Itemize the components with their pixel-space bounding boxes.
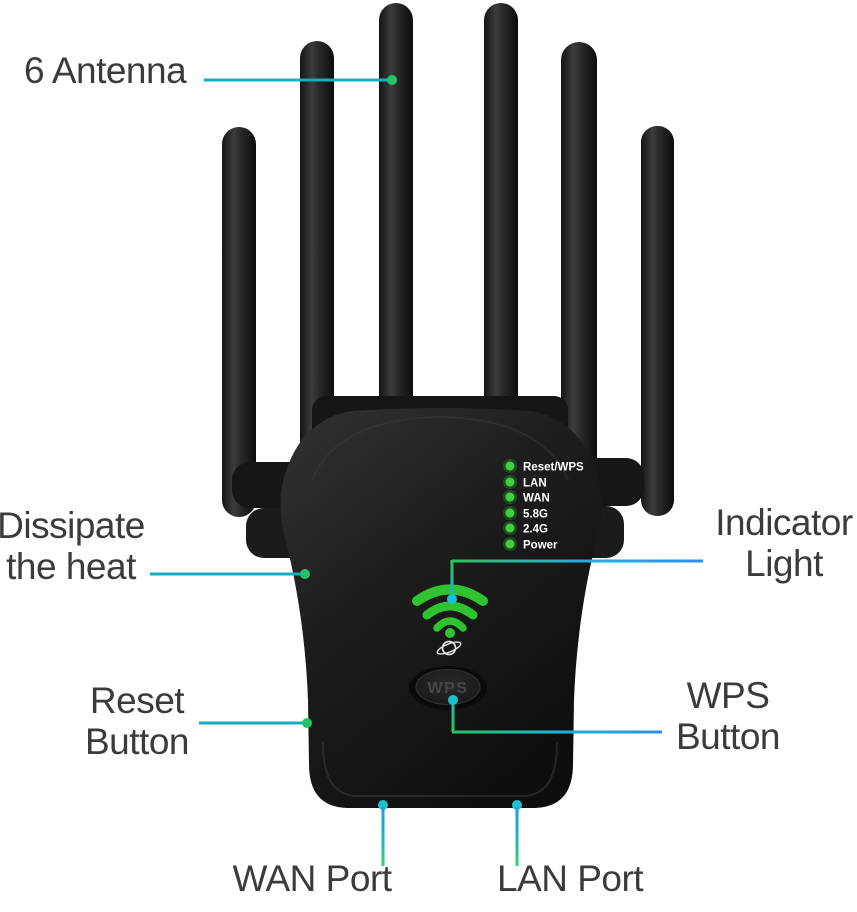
led-dot (505, 539, 515, 549)
antenna-callout-dot (387, 75, 397, 85)
wan-callout-dot (378, 800, 388, 810)
reset-callout-dot (302, 718, 312, 728)
label-dissipate-heat-line2: the heat (6, 546, 136, 588)
led-dot (505, 523, 515, 533)
led-label-lan: LAN (523, 478, 547, 490)
body-bottom-seam (322, 741, 558, 797)
label-6-antenna-text: 6 Antenna (24, 50, 187, 91)
led-dot (505, 492, 515, 502)
led-dot (505, 477, 515, 487)
led-row: Reset/WPS (503, 459, 584, 474)
wifi-extender-device: Reset/WPS LAN WAN 5.8G (222, 3, 674, 808)
label-dissipate-heat-line1: Dissipate (0, 505, 145, 546)
body-top-seam (311, 415, 569, 481)
annotation-lines (150, 75, 703, 866)
label-dissipate-heat: Dissipate the heat (0, 505, 153, 588)
led-row: LAN (503, 475, 547, 490)
label-reset-button-line1: Reset (89, 680, 185, 721)
label-wan-port: WAN Port (229, 858, 395, 899)
label-indicator-light: Indicator Light (702, 502, 857, 585)
label-wps-button-line1: WPS (686, 675, 770, 716)
antenna-6-icon (641, 126, 674, 516)
led-dot (505, 461, 515, 471)
heat-callout-dot (300, 569, 310, 579)
wifi-dot (445, 628, 455, 638)
led-label-2-4g: 2.4G (523, 524, 548, 536)
wps-button-label: WPS (428, 680, 469, 697)
wifi-arc-small (433, 617, 467, 632)
label-indicator-light-line1: Indicator (715, 502, 853, 543)
label-lan-port-text: LAN Port (496, 858, 644, 899)
label-lan-port: LAN Port (487, 858, 653, 899)
led-row: 2.4G (503, 521, 548, 536)
antenna-5-icon (561, 42, 597, 482)
wifi-signal-icon (412, 584, 488, 638)
indicator-callout-dot (447, 594, 457, 604)
label-wps-button: WPS Button (646, 675, 810, 758)
label-reset-button: Reset Button (55, 680, 219, 763)
label-reset-button-line2: Button (85, 721, 189, 763)
label-indicator-light-line2: Light (745, 543, 823, 585)
led-label-reset-wps: Reset/WPS (523, 462, 584, 474)
label-wps-button-line2: Button (676, 716, 780, 758)
antenna-3-icon (379, 3, 413, 473)
led-label-wan: WAN (523, 493, 550, 505)
led-dot (505, 508, 515, 518)
led-label-5-8g: 5.8G (523, 509, 548, 521)
led-row: Power (503, 537, 558, 552)
wifi-arc-medium (422, 601, 478, 620)
antenna-2-icon (300, 41, 334, 481)
planet-icon (436, 640, 462, 656)
led-row: WAN (503, 490, 550, 505)
antenna-1-icon (222, 127, 256, 517)
led-label-power: Power (523, 540, 558, 552)
lan-callout-dot (512, 800, 522, 810)
antenna-4-icon (484, 3, 518, 473)
wps-callout-dot (448, 695, 458, 705)
label-wan-port-text: WAN Port (232, 858, 392, 899)
wps-button-face (415, 669, 481, 705)
wifi-arc-large (412, 584, 488, 606)
wps-button: WPS (409, 666, 487, 710)
led-row: 5.8G (503, 506, 548, 521)
led-panel: Reset/WPS LAN WAN 5.8G (503, 459, 584, 552)
label-6-antenna: 6 Antenna (24, 50, 187, 91)
